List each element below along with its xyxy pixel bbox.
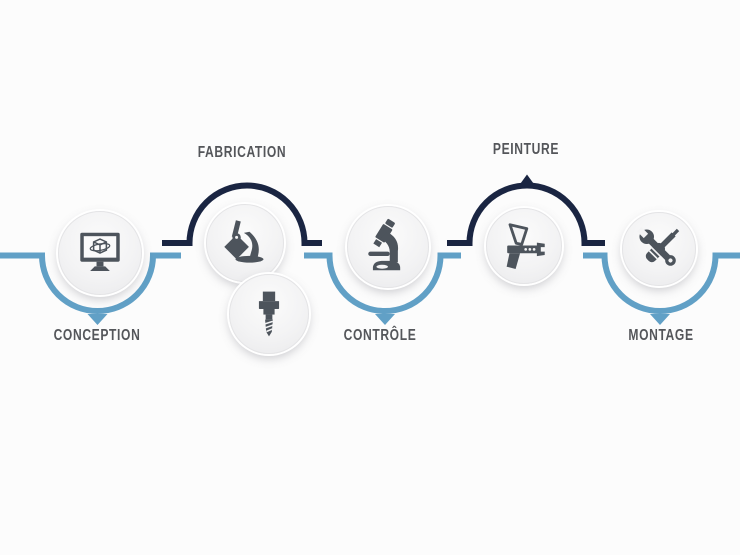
stage-label-peinture: PEINTURE bbox=[492, 141, 560, 158]
microscope-icon bbox=[368, 218, 401, 271]
peinture-triangle-up-icon bbox=[519, 174, 535, 186]
montage-triangle-down-icon bbox=[650, 314, 670, 325]
fabrication-pour-circle bbox=[206, 204, 284, 282]
controle-triangle-down-icon bbox=[375, 314, 395, 325]
stage-label-controle: CONTRÔLE bbox=[343, 327, 417, 344]
monitor-3d-cube-icon bbox=[80, 232, 120, 271]
blue-line bbox=[0, 252, 740, 314]
controle-circle bbox=[347, 206, 429, 288]
drill-bit-icon bbox=[258, 291, 280, 337]
stage-label-conception: CONCEPTION bbox=[53, 327, 141, 344]
wrench-screwdriver-icon bbox=[637, 227, 680, 266]
conception-circle bbox=[58, 211, 142, 295]
stage-label-fabrication: FABRICATION bbox=[197, 144, 287, 161]
navy-line bbox=[162, 182, 605, 246]
stage-label-montage: MONTAGE bbox=[628, 327, 694, 344]
montage-circle bbox=[622, 212, 696, 286]
casting-pour-icon bbox=[224, 220, 264, 263]
spray-gun-icon bbox=[506, 223, 545, 269]
conception-triangle-down-icon bbox=[87, 314, 108, 325]
peinture-circle bbox=[486, 208, 562, 284]
fabrication-drill-circle bbox=[229, 274, 309, 354]
